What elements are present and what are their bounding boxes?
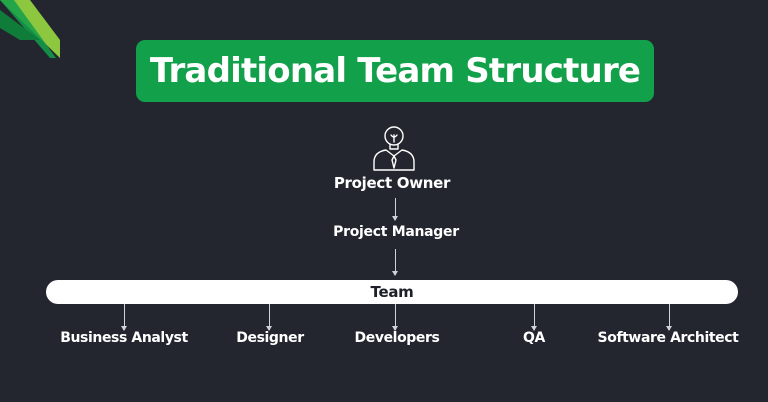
role-designer: Designer xyxy=(236,330,304,346)
team-to-qa-arrow xyxy=(531,304,537,331)
title-banner: Traditional Team Structure xyxy=(136,40,654,102)
team-to-business-analyst-arrow xyxy=(121,304,127,331)
team-to-software-architect-arrow xyxy=(666,304,672,331)
role-qa: QA xyxy=(523,330,545,346)
project-owner-label: Project Owner xyxy=(333,174,451,192)
team-bar: Team xyxy=(46,280,738,304)
manager-to-team-arrow xyxy=(392,249,398,276)
role-business-analyst: Business Analyst xyxy=(60,330,188,346)
project-manager-label: Project Manager xyxy=(333,224,459,240)
corner-stripe-decoration xyxy=(0,0,60,58)
page-title: Traditional Team Structure xyxy=(149,51,641,91)
owner-to-manager-arrow xyxy=(392,198,398,221)
role-developers: Developers xyxy=(354,330,440,346)
team-to-developers-arrow xyxy=(392,304,398,331)
team-to-designer-arrow xyxy=(266,304,272,331)
role-software-architect: Software Architect xyxy=(597,330,739,346)
lightbulb-person-icon xyxy=(373,126,415,171)
team-label: Team xyxy=(370,283,414,301)
